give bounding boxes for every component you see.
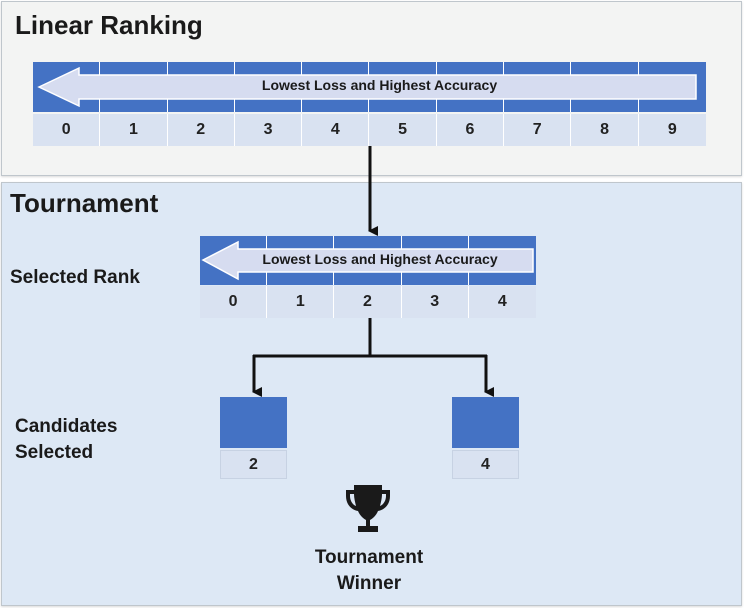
rank-number: 1 <box>100 114 168 146</box>
rank-number: 4 <box>302 114 370 146</box>
rank-number: 9 <box>667 121 677 138</box>
candidate-left: 2 <box>220 397 287 479</box>
rank-number: 3 <box>402 286 469 318</box>
rank-number: 1 <box>267 286 335 318</box>
rank-number: 4 <box>497 293 507 310</box>
rank-number: 7 <box>504 114 572 146</box>
rank-number: 3 <box>235 114 303 146</box>
candidate-box <box>452 397 519 448</box>
linear-rank-numbers: 0 1 2 3 4 5 6 7 8 9 <box>33 114 706 146</box>
candidates-label-line1: Candidates <box>15 416 118 437</box>
left-arrow-icon <box>201 240 534 281</box>
candidates-selected-label: Candidates Selected <box>15 414 117 466</box>
tournament-rank-strip: Lowest Loss and Highest Accuracy 0 1 2 3… <box>200 236 536 318</box>
rank-number: 8 <box>571 114 639 146</box>
rank-number: 6 <box>437 114 505 146</box>
tournament-title: Tournament <box>10 188 159 218</box>
linear-ranking-title: Linear Ranking <box>15 10 203 40</box>
tournament-winner-label: Tournament Winner <box>299 545 439 597</box>
rank-number: 0 <box>33 114 101 146</box>
linear-rank-strip: Lowest Loss and Highest Accuracy 0 1 2 3… <box>33 62 706 146</box>
candidate-rank: 2 <box>220 450 287 479</box>
tournament-rank-numbers: 0 1 2 3 4 <box>200 286 536 318</box>
selected-rank-label: Selected Rank <box>10 267 140 288</box>
winner-label-line1: Tournament <box>314 547 424 568</box>
rank-number: 2 <box>334 286 402 318</box>
candidate-box <box>220 397 287 448</box>
candidate-rank: 4 <box>452 450 519 479</box>
linear-arrow-label: Lowest Loss and Highest Accuracy <box>261 77 498 93</box>
tournament-arrow-label: Lowest Loss and Highest Accuracy <box>262 251 498 267</box>
rank-number: 0 <box>200 286 268 318</box>
rank-number: 2 <box>168 114 235 146</box>
left-arrow-icon <box>37 66 697 108</box>
trophy-icon <box>346 485 390 532</box>
candidate-right: 4 <box>452 397 519 479</box>
winner-label-line2: Winner <box>336 573 402 594</box>
rank-number: 5 <box>369 114 437 146</box>
candidates-label-line2: Selected <box>15 442 94 463</box>
